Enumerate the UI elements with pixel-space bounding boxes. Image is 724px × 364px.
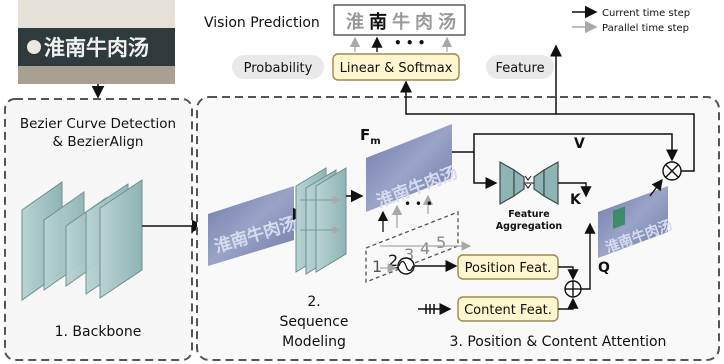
position-indices: 1 2 3 4 5 — [365, 211, 472, 283]
position-3: 3 — [404, 245, 414, 264]
content-input-icon — [418, 303, 452, 315]
position-1: 1 — [372, 257, 382, 276]
feature-aggregation-line1: Feature — [508, 209, 549, 220]
position-5: 5 — [436, 233, 446, 252]
legend-parallel-label: Parallel time step — [602, 23, 689, 34]
feature-to-linear — [400, 80, 556, 115]
stage1-title: 1. Backbone — [55, 324, 142, 340]
linear-softmax-box — [332, 53, 460, 81]
linear-to-prediction-arrows: • • • — [349, 36, 453, 52]
fm-label: Fm — [360, 126, 381, 147]
legend-current-label: Current time step — [602, 8, 690, 19]
q-label: Q — [598, 260, 610, 276]
prediction-char-2: 南 — [369, 11, 387, 33]
linear-softmax-label: Linear & Softmax — [340, 61, 453, 76]
backbone-plates — [21, 179, 143, 301]
attn-to-mult-arrow — [649, 178, 663, 197]
k-label: K — [570, 192, 582, 208]
stage2-line1: 2. — [307, 294, 320, 310]
svg-text:• • •: • • • — [404, 197, 433, 211]
prediction-chars: 淮 南 牛 肉 汤 — [346, 11, 456, 33]
v-label: V — [574, 136, 585, 152]
sequence-modeling-plates — [295, 167, 347, 275]
prediction-box — [333, 4, 466, 36]
vision-prediction-label: Vision Prediction — [204, 15, 320, 31]
probability-label: Probability — [244, 61, 313, 76]
feature-aggregation-line2: Aggregation — [496, 221, 563, 232]
position-4: 4 — [420, 239, 430, 258]
feature-pill — [486, 55, 554, 79]
detect-label-line2: & BezierAlign — [53, 134, 144, 150]
feature-aggregation-block — [499, 160, 559, 206]
position-feat-label: Position Feat. — [465, 261, 552, 276]
input-photo: 淮南牛肉汤 — [18, 0, 175, 84]
photo-sign-text: 淮南牛肉汤 — [44, 36, 149, 60]
sum-to-query-arrow — [581, 222, 596, 290]
multiply-node-icon — [662, 161, 682, 181]
v-path — [452, 133, 678, 162]
prediction-dots: • • • — [394, 36, 425, 50]
legend: Current time step Parallel time step — [572, 5, 690, 34]
prediction-char-3: 牛 — [392, 11, 410, 33]
detect-label-line1: Bezier Curve Detection — [20, 116, 176, 132]
fm-to-aggregation — [473, 152, 498, 189]
prediction-char-4: 肉 — [415, 11, 433, 33]
feature-label: Feature — [495, 61, 544, 76]
probability-pill — [232, 55, 324, 79]
prediction-char-5: 汤 — [438, 12, 456, 33]
posfeat-to-sum — [558, 266, 579, 281]
contentfeat-to-sum — [558, 297, 579, 310]
sum-node-icon — [564, 280, 582, 298]
fm-to-position-arrows: • • • — [377, 194, 434, 232]
stage3-title: 3. Position & Content Attention — [450, 334, 667, 350]
feature-output-path — [550, 44, 695, 172]
stage2-line2: Sequence — [279, 314, 348, 330]
content-feat-label: Content Feat. — [464, 303, 552, 318]
position-2: 2 — [388, 251, 398, 270]
positional-encoding-icon — [397, 257, 415, 275]
prediction-char-1: 淮 — [346, 11, 364, 33]
stage2-line3: Modeling — [282, 334, 346, 350]
k-arrow — [558, 182, 592, 198]
